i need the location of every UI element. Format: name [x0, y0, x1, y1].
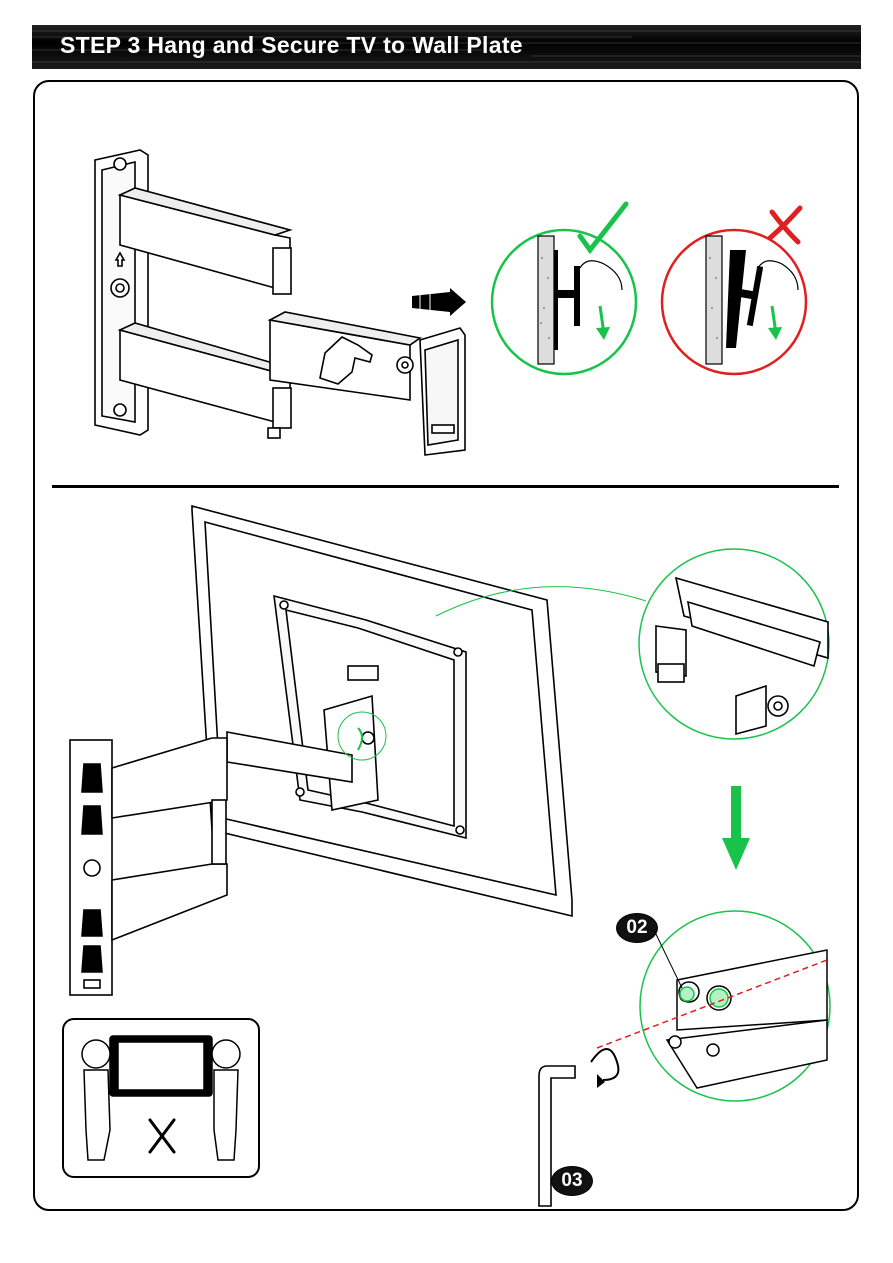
- page-title: STEP 3 Hang and Secure TV to Wall Plate: [60, 32, 523, 59]
- rotate-arrow-icon: [591, 1049, 618, 1080]
- down-arrow-icon: [722, 786, 750, 872]
- two-person-lift-box: [62, 1018, 260, 1178]
- tools-icon: [150, 1120, 174, 1152]
- section-divider: [52, 485, 839, 488]
- hook-zoom-detail: [636, 546, 832, 746]
- tv-mounted-illustration: [62, 500, 582, 1020]
- cross-icon: [770, 208, 800, 242]
- step-header: STEP 3 Hang and Secure TV to Wall Plate: [32, 25, 861, 69]
- correct-hanging-detail: [492, 198, 642, 378]
- part-callout-03: 03: [551, 1166, 593, 1196]
- two-person-lift-icon: [64, 1020, 258, 1176]
- incorrect-hanging-detail: [660, 198, 810, 378]
- callout-leader-02: [650, 930, 690, 990]
- push-arrow-icon: [412, 288, 470, 316]
